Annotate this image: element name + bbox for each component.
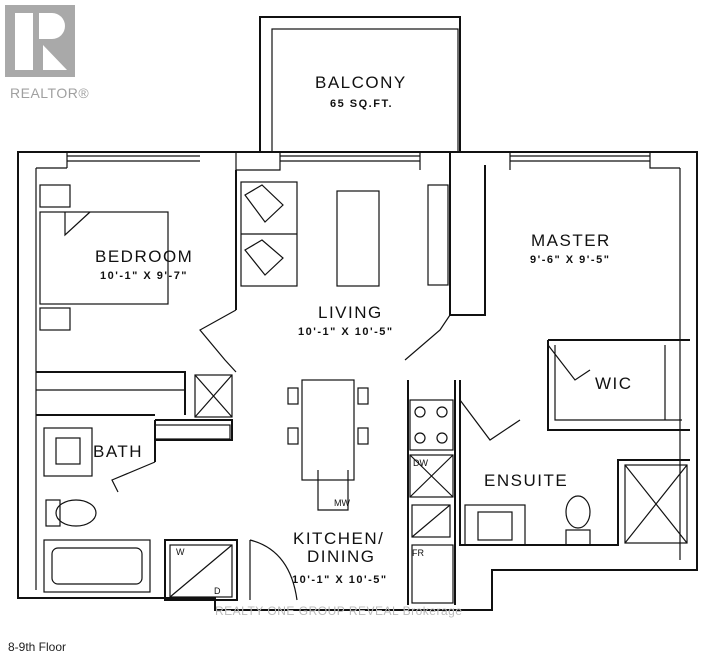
- master-label: MASTER: [531, 231, 611, 250]
- master-size: 9'-6" X 9'-5": [530, 254, 610, 266]
- floor-label: 8-9th Floor: [8, 640, 67, 654]
- coffee-table: [336, 190, 380, 287]
- living-label: LIVING: [318, 303, 383, 322]
- balcony-label: BALCONY: [315, 73, 407, 92]
- bath-room: [36, 414, 233, 593]
- realtor-r-icon: [5, 5, 75, 77]
- living-sofa: [240, 181, 298, 287]
- bedroom-label: BEDROOM: [95, 247, 193, 266]
- tv-unit: [427, 184, 449, 286]
- kitchen-label-line1: KITCHEN/: [293, 529, 384, 548]
- kitchen-label-line2: DINING: [307, 547, 376, 566]
- realtor-logo: REALTOR®: [5, 5, 89, 101]
- bedroom-size: 10'-1" X 9'-7": [100, 270, 188, 282]
- wic-room: [547, 339, 690, 431]
- exterior-wall: [17, 151, 698, 611]
- watermark: REALTY ONE GROUP REVEAL Brokerage: [215, 604, 463, 618]
- dining-table: [287, 379, 369, 511]
- balcony-size: 65 SQ.FT.: [330, 98, 393, 110]
- fridge-label: FR: [412, 548, 424, 558]
- dishwasher-label: DW: [413, 458, 428, 468]
- ensuite-label: ENSUITE: [484, 471, 568, 490]
- microwave-label: MW: [334, 498, 350, 508]
- wic-label: WIC: [595, 374, 633, 393]
- realtor-text: REALTOR®: [10, 85, 90, 101]
- bedroom-bed: [39, 184, 169, 331]
- kitchen-counter: [407, 380, 456, 605]
- washer-label: W: [176, 547, 185, 557]
- bath-label: BATH: [93, 442, 143, 461]
- living-size: 10'-1" X 10'-5": [298, 326, 394, 338]
- kitchen-size: 10'-1" X 10'-5": [292, 574, 388, 586]
- laundry-closet: [164, 539, 298, 601]
- dryer-label: D: [214, 586, 221, 596]
- ensuite-room: [459, 380, 690, 546]
